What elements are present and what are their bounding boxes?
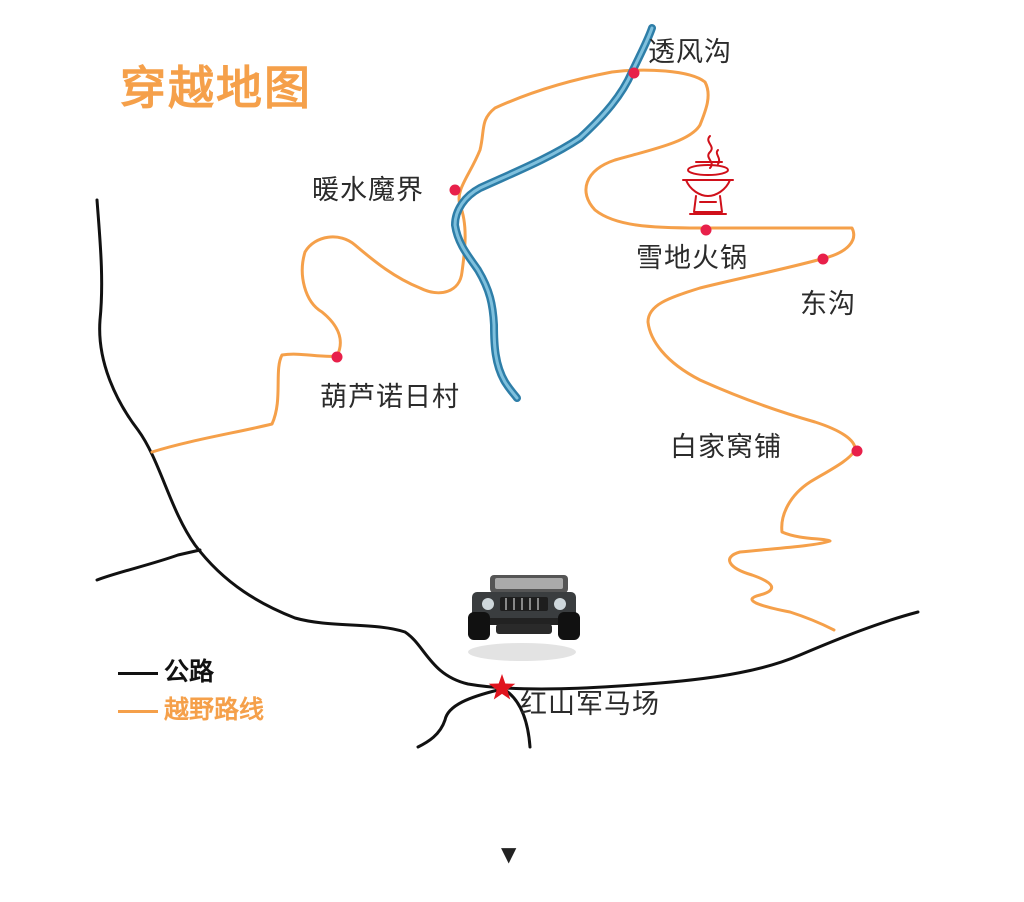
hotpot-icon [682, 135, 734, 215]
legend-offroad: 越野路线 [118, 690, 264, 726]
river [451, 24, 656, 402]
legend-offroad-label: 越野路线 [164, 695, 265, 724]
offroad-west-loop [150, 68, 857, 632]
river-highlight [453, 26, 654, 400]
label-nuanshui: 暖水魔界 [312, 175, 424, 206]
road-main [95, 198, 920, 691]
map-title: 穿越地图 [120, 61, 312, 115]
road-west-branch [95, 548, 202, 582]
down-triangle-icon[interactable]: ▼ [501, 842, 517, 866]
offroad-route [150, 68, 857, 632]
marker-xuedi[interactable] [700, 224, 712, 236]
label-xuedi: 雪地火锅 [636, 243, 748, 274]
legend-road-label: 公路 [164, 657, 215, 686]
legend-road-swatch [118, 671, 158, 675]
roads [95, 198, 920, 749]
label-baijia: 白家窝铺 [670, 432, 782, 463]
legend-road: 公路 [118, 652, 214, 688]
marker-toufenggou[interactable] [628, 67, 640, 79]
road-south-right [503, 688, 532, 749]
marker-donggou[interactable] [817, 253, 829, 265]
marker-nuanshui[interactable] [449, 184, 461, 196]
label-donggou: 东沟 [800, 289, 856, 320]
legend-offroad-swatch [118, 709, 158, 713]
label-hulu: 葫芦诺日村 [320, 382, 460, 413]
marker-hulu[interactable] [331, 351, 343, 363]
star-icon[interactable] [488, 674, 516, 700]
river-outline [451, 24, 656, 402]
marker-baijia[interactable] [851, 445, 863, 457]
road-south-left [416, 688, 500, 749]
jeep-icon [468, 575, 580, 661]
markers [331, 67, 863, 457]
label-toufenggou: 透风沟 [648, 37, 732, 68]
label-start: 红山军马场 [520, 689, 660, 720]
